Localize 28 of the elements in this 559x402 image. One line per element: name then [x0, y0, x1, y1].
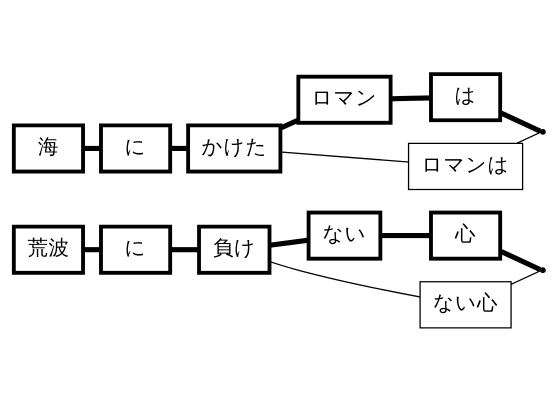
connector: [83, 146, 101, 152]
connector: [516, 132, 541, 144]
node-box: 負け: [197, 224, 272, 275]
node-box: 心: [429, 210, 502, 261]
connector: [269, 238, 309, 248]
connector: [499, 110, 542, 134]
connector: [83, 247, 101, 252]
node-box: に: [99, 123, 172, 174]
connector: [510, 270, 541, 285]
connector: [170, 247, 199, 252]
connector: [280, 118, 300, 130]
node-box: 海: [12, 123, 85, 174]
node-box: ない心: [419, 281, 512, 329]
node-box: 荒波: [12, 224, 85, 275]
connector: [380, 233, 431, 238]
node-point: [540, 128, 546, 135]
connector: [280, 151, 408, 163]
connector: [269, 260, 420, 298]
connector: [170, 146, 188, 152]
node-box: ない: [306, 210, 382, 261]
connector: [499, 248, 542, 272]
node-box: は: [429, 72, 502, 122]
connector: [390, 95, 431, 102]
node-box: かけた: [186, 123, 282, 174]
node-point: [540, 267, 546, 274]
node-box: ロマンは: [408, 142, 524, 190]
node-box: に: [99, 224, 172, 275]
node-box: ロマン: [296, 74, 393, 125]
